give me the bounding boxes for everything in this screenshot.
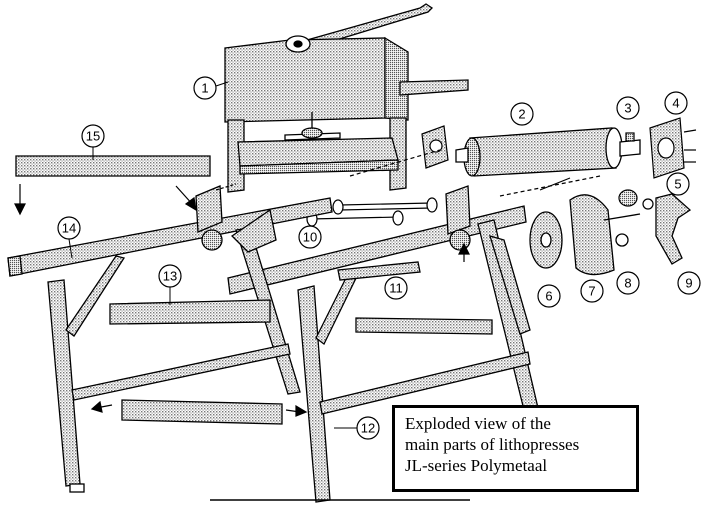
callout-11: 11 — [384, 276, 408, 300]
callout-6: 6 — [537, 284, 561, 308]
crank-handle-9 — [655, 193, 692, 265]
caption-line-3: JL-series Polymetaal — [405, 456, 548, 475]
callout-15: 15 — [81, 124, 105, 160]
callout-13-label: 13 — [163, 269, 177, 284]
callout-4: 4 — [664, 91, 688, 115]
callout-1-label: 1 — [201, 81, 208, 96]
callout-10-label: 10 — [303, 230, 317, 245]
callout-circles: 1 2 3 4 5 6 7 8 9 10 11 12 13 14 15 — [57, 76, 701, 440]
callout-3: 3 — [616, 96, 640, 120]
small-parts-3-4-5 — [618, 117, 697, 210]
callout-8-label: 8 — [624, 276, 631, 291]
callout-15-label: 15 — [86, 129, 100, 144]
callout-8: 8 — [616, 271, 640, 295]
press-frame-part-1 — [224, 3, 469, 193]
callout-4-label: 4 — [672, 96, 679, 111]
callout-7-label: 7 — [588, 284, 595, 299]
callout-12-label: 12 — [361, 421, 375, 436]
callout-6-label: 6 — [545, 289, 552, 304]
callout-14: 14 — [57, 216, 81, 259]
callout-3-label: 3 — [624, 101, 631, 116]
callout-2-label: 2 — [518, 107, 525, 122]
callout-5: 5 — [666, 172, 690, 196]
crossbars-11-13-15 — [15, 155, 493, 425]
roller-part-2 — [455, 127, 641, 177]
callout-9: 9 — [677, 271, 701, 295]
callout-2: 2 — [510, 102, 534, 126]
callout-10: 10 — [298, 225, 322, 249]
callout-14-label: 14 — [62, 221, 76, 236]
gears-6-7-8 — [529, 194, 641, 276]
callout-11-label: 11 — [389, 281, 403, 296]
caption-line-2: main parts of lithopresses — [405, 435, 580, 454]
caption-line-1: Exploded view of the — [405, 414, 551, 433]
bearing-plate-left — [421, 125, 449, 169]
caption-box: Exploded view of the main parts of litho… — [392, 405, 639, 492]
callout-9-label: 9 — [685, 276, 692, 291]
callout-13: 13 — [158, 264, 182, 305]
leader-arrows — [14, 149, 601, 501]
callout-5-label: 5 — [674, 177, 681, 192]
callout-1: 1 — [193, 76, 229, 100]
callout-7: 7 — [580, 279, 604, 303]
callout-12: 12 — [334, 416, 380, 440]
